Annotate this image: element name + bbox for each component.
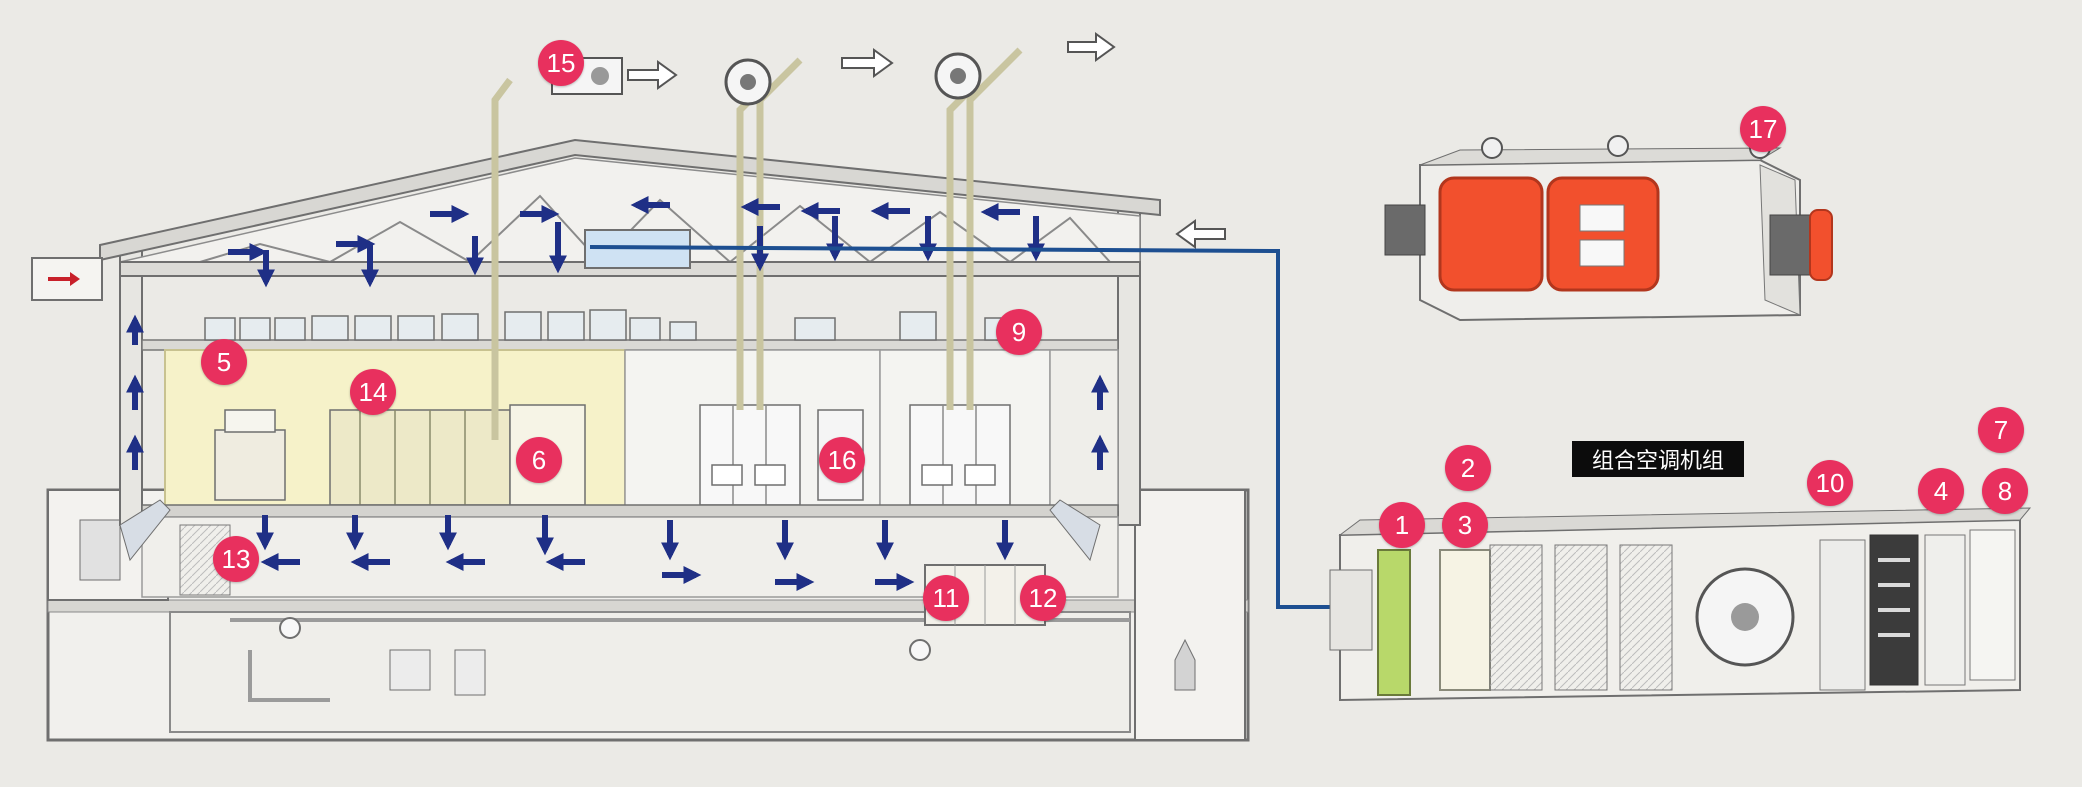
marker-5: 5 xyxy=(201,339,247,385)
centrifugal-fan-icon xyxy=(934,52,982,100)
marker-10: 10 xyxy=(1807,460,1853,506)
marker-6: 6 xyxy=(516,437,562,483)
centrifugal-fan-icon xyxy=(724,58,772,106)
marker-1: 1 xyxy=(1379,502,1425,548)
airtight-damper-unit xyxy=(1384,135,1833,322)
marker-7: 7 xyxy=(1978,407,2024,453)
white-outline-arrow-icon xyxy=(627,60,678,90)
supply-duct-line xyxy=(589,245,1340,609)
marker-15: 15 xyxy=(538,40,584,86)
marker-17: 17 xyxy=(1740,106,1786,152)
marker-2: 2 xyxy=(1445,445,1491,491)
marker-9: 9 xyxy=(996,309,1042,355)
marker-16: 16 xyxy=(819,437,865,483)
cleanroom-equipment xyxy=(214,404,1011,506)
white-outline-arrow-icon xyxy=(1067,32,1116,62)
marker-3: 3 xyxy=(1442,502,1488,548)
marker-13: 13 xyxy=(213,536,259,582)
ceiling-hepa-row xyxy=(204,309,1022,341)
white-outline-arrow-icon xyxy=(841,48,894,78)
marker-8: 8 xyxy=(1982,468,2028,514)
building-section xyxy=(31,47,1250,742)
white-outline-arrow-icon xyxy=(1175,219,1226,249)
marker-4: 4 xyxy=(1918,468,1964,514)
marker-14: 14 xyxy=(350,369,396,415)
marker-11: 11 xyxy=(923,575,969,621)
combined-ahu-unit xyxy=(1329,507,2032,702)
ahu-title-label: 组合空调机组 xyxy=(1572,441,1744,477)
marker-12: 12 xyxy=(1020,575,1066,621)
exhaust-arrows xyxy=(627,32,1226,249)
